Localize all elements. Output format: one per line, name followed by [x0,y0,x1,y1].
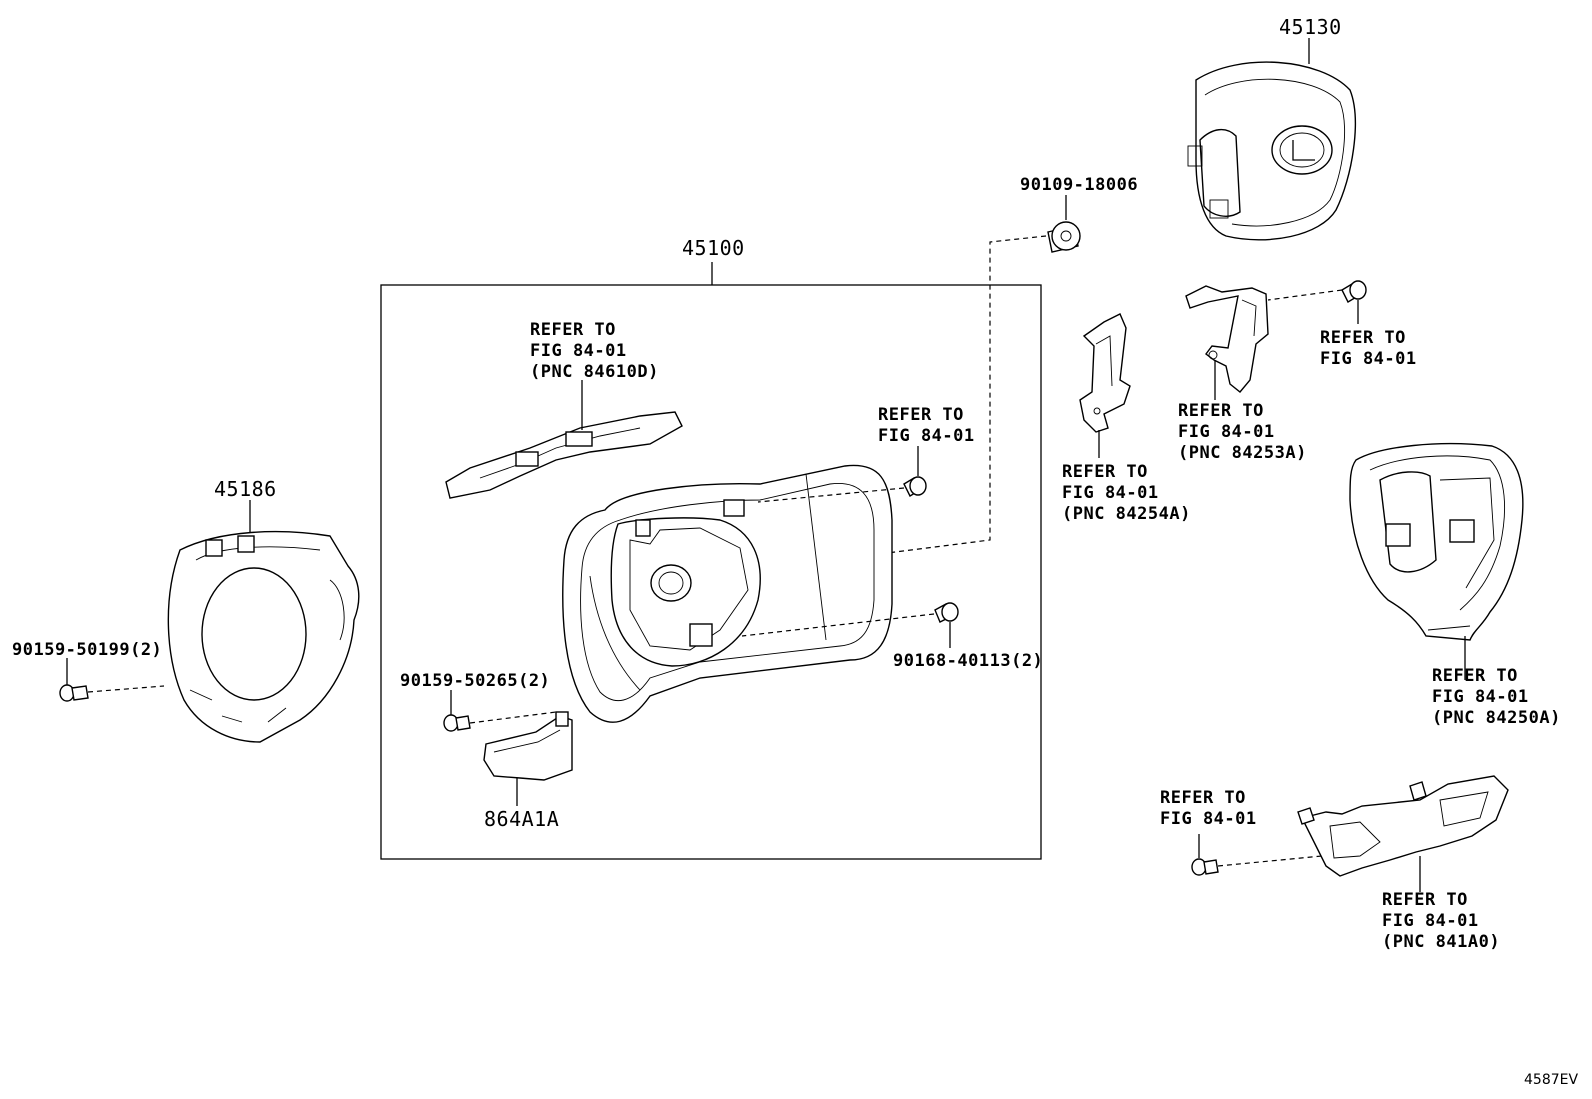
label-45186: 45186 [214,477,277,501]
bezel-84250A [1349,442,1524,641]
ref-c-line3: (PNC 84254A) [1062,504,1191,524]
label-45130: 45130 [1279,15,1342,39]
bracket-84254A [1079,313,1131,433]
screw-ref-e [1341,280,1367,303]
screw-90159-50199 [59,684,89,702]
ref-h-line2: FIG 84-01 [1382,911,1479,931]
airbag-45130 [1187,61,1356,241]
ref-h-line3: (PNC 841A0) [1382,932,1500,952]
ref-a-line2: FIG 84-01 [530,341,627,361]
label-90159-50265: 90159-50265(2) [400,671,550,691]
paddle-switch-84610D [445,411,683,499]
ref-c-line1: REFER TO [1062,462,1148,482]
label-90159-50199: 90159-50199(2) [12,640,162,660]
ref-c-line2: FIG 84-01 [1062,483,1159,503]
assembly-box-45100 [380,284,1042,860]
ref-g-line1: REFER TO [1160,788,1246,808]
label-864A1A: 864A1A [484,807,559,831]
bolt-90109-18006 [1047,221,1081,253]
screw-ref-g [1191,858,1219,876]
bracket-864A1A [483,711,573,781]
ref-d-line3: (PNC 84253A) [1178,443,1307,463]
ref-b-line1: REFER TO [878,405,964,425]
steering-wheel-45100 [562,464,893,723]
ref-h-line1: REFER TO [1382,890,1468,910]
ref-e-line1: REFER TO [1320,328,1406,348]
ref-a-line3: (PNC 84610D) [530,362,659,382]
ref-d-line2: FIG 84-01 [1178,422,1275,442]
ref-e-line2: FIG 84-01 [1320,349,1417,369]
screw-90168-40113 [934,602,959,623]
screw-90159-50265 [443,714,471,732]
bracket-84253A [1185,285,1269,393]
label-45100: 45100 [682,236,745,260]
switch-841A0 [1297,775,1509,877]
figure-code: 4587EV [1524,1072,1578,1088]
screw-ref-b [903,476,927,497]
label-90168-40113: 90168-40113(2) [893,651,1043,671]
ref-b-line2: FIG 84-01 [878,426,975,446]
ref-f-line2: FIG 84-01 [1432,687,1529,707]
ref-a-line1: REFER TO [530,320,616,340]
label-90109-18006: 90109-18006 [1020,175,1138,195]
ref-d-line1: REFER TO [1178,401,1264,421]
cover-45186 [167,530,360,743]
ref-g-line2: FIG 84-01 [1160,809,1257,829]
ref-f-line1: REFER TO [1432,666,1518,686]
ref-f-line3: (PNC 84250A) [1432,708,1561,728]
